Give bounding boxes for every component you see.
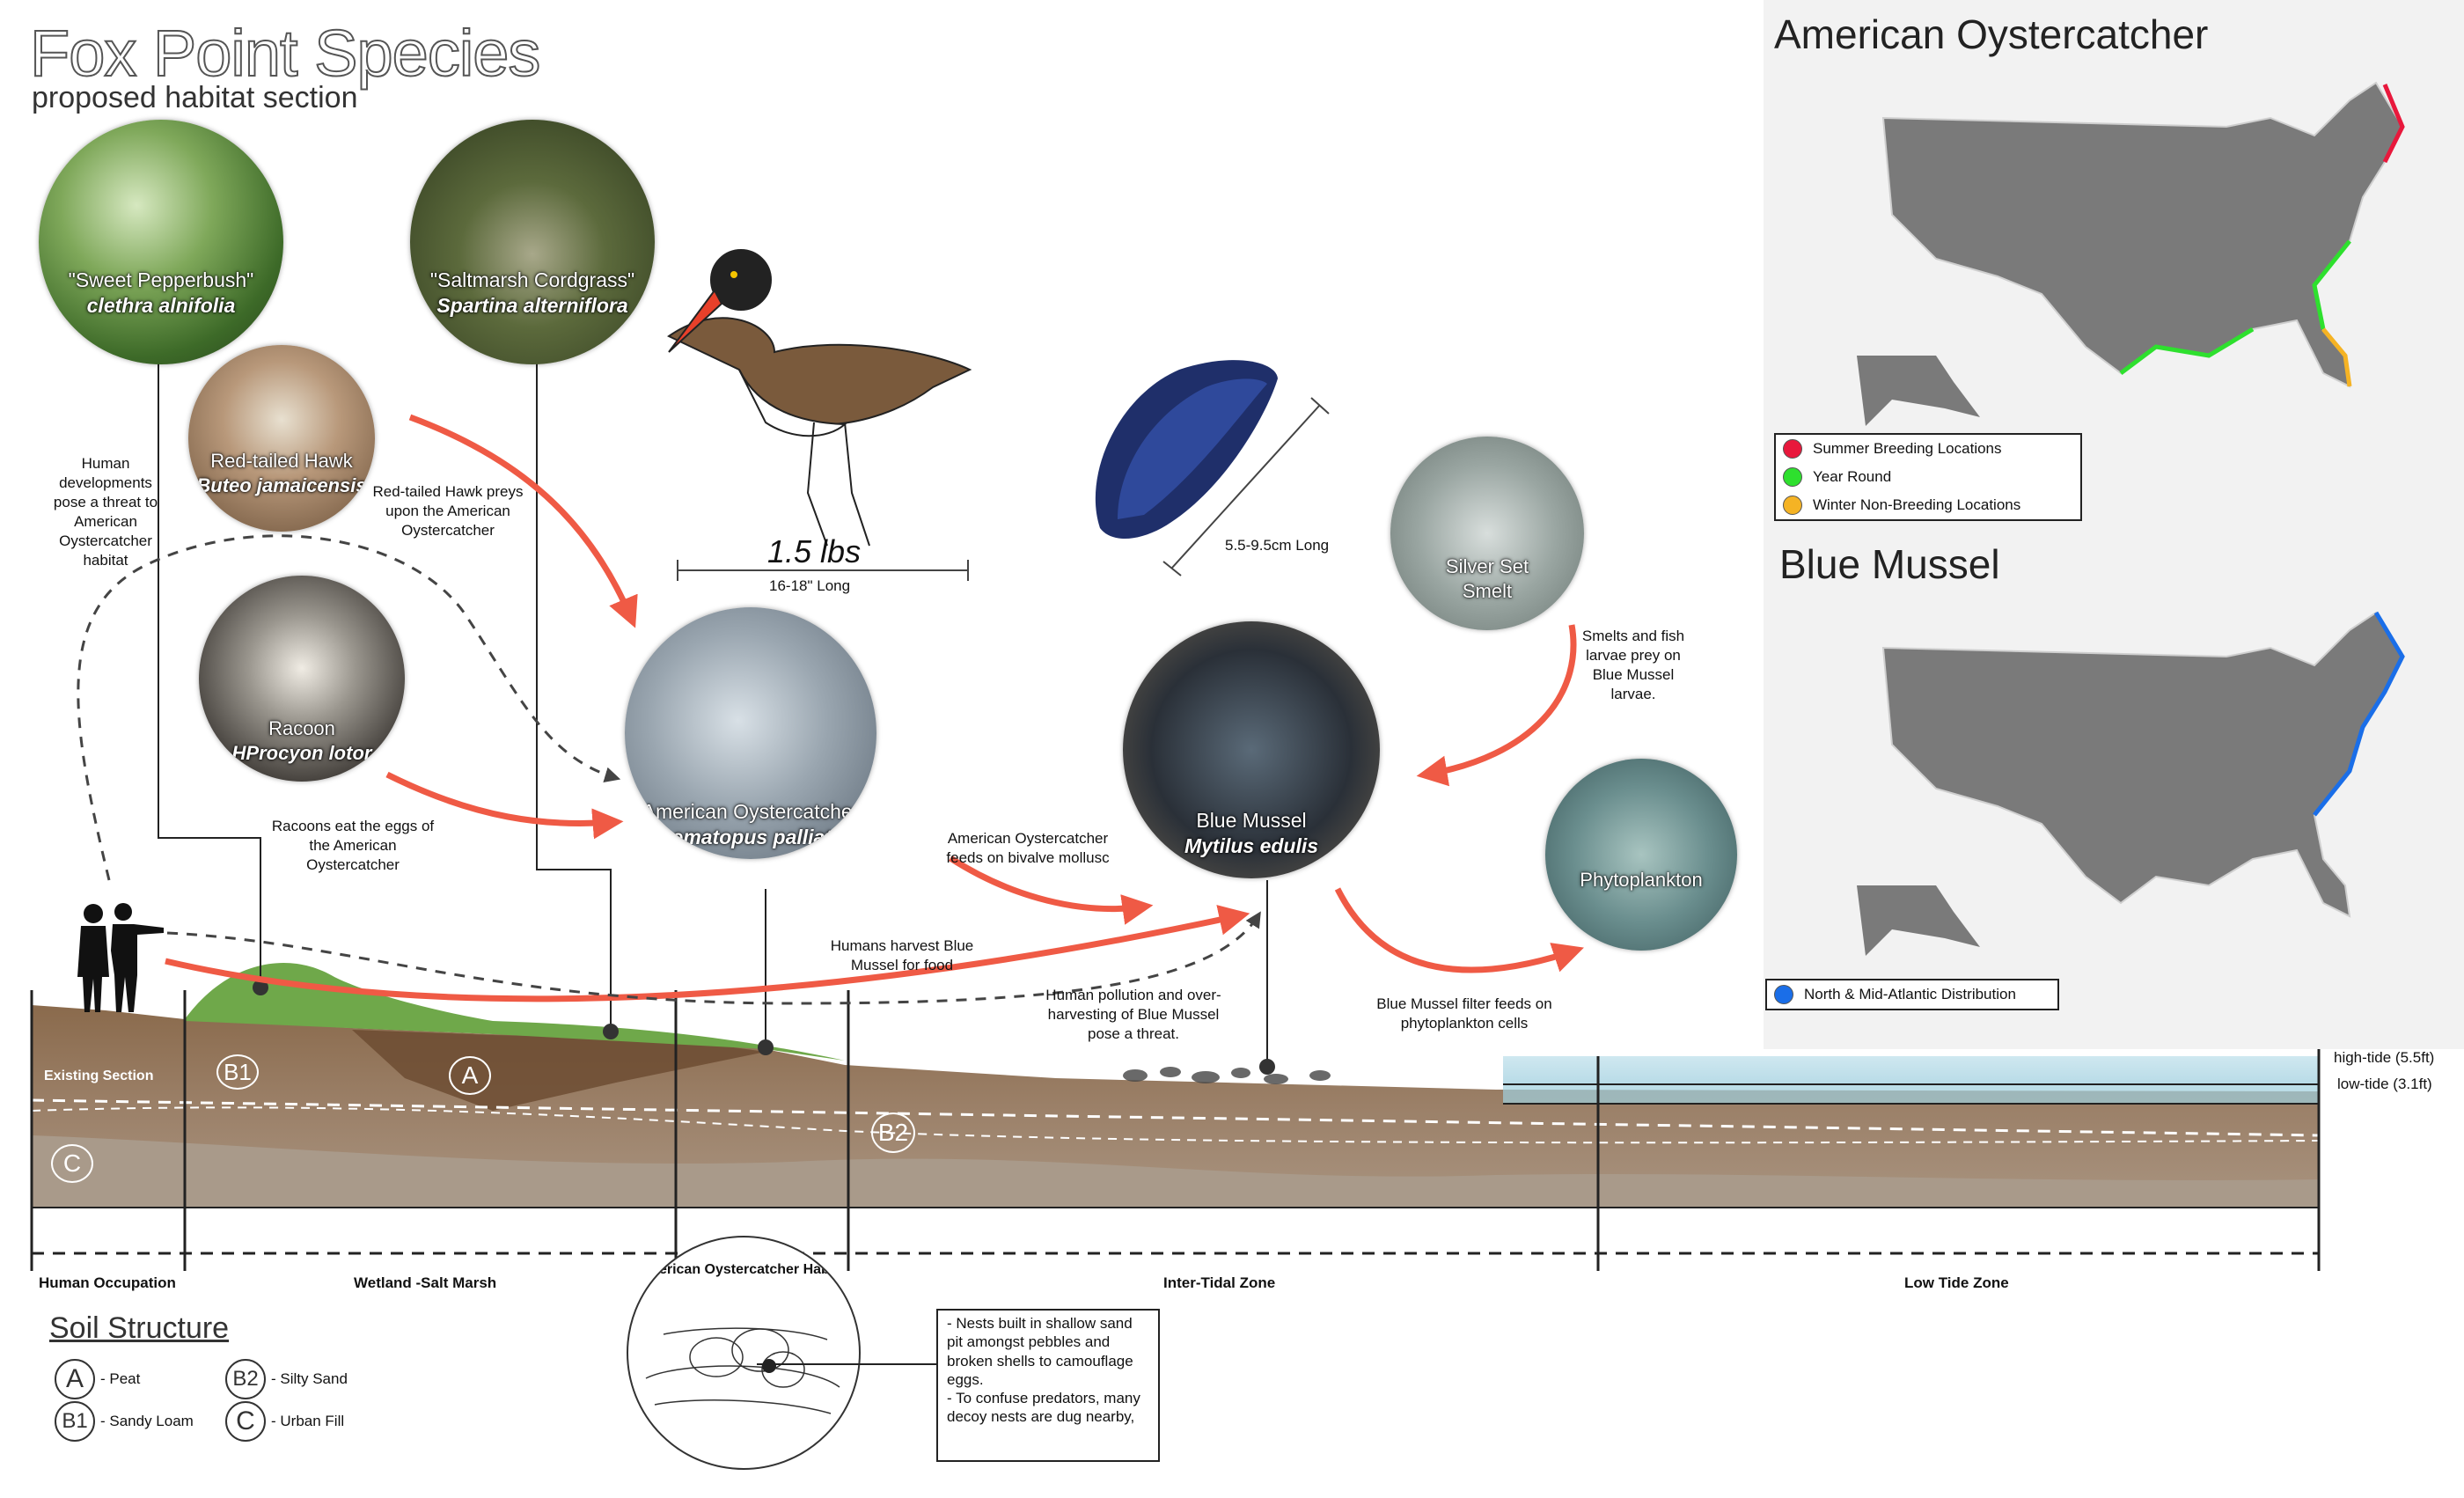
phytoplankton-circle: Phytoplankton bbox=[1545, 759, 1737, 951]
note-humans-harvest: Humans harvest Blue Mussel for food bbox=[830, 937, 974, 974]
section-label-b2: B2 bbox=[871, 1112, 915, 1153]
soil-item-sandy-loam: B1 - Sandy Loam bbox=[55, 1401, 194, 1442]
hawk-common: Red-tailed Hawk bbox=[210, 450, 353, 472]
legend-winter: Winter Non-Breeding Locations bbox=[1783, 491, 2073, 519]
oystercatcher-latin: Haematopus palliatus bbox=[646, 825, 855, 848]
soil-letter-c: C bbox=[225, 1401, 266, 1442]
smelt-circle: Silver Set Smelt bbox=[1390, 437, 1584, 630]
pepperbush-latin: clethra alnifolia bbox=[86, 293, 236, 317]
soil-label-urban-fill: - Urban Fill bbox=[271, 1413, 345, 1429]
note-hawk-preys: Red-tailed Hawk preys upon the American … bbox=[372, 483, 524, 540]
soil-letter-b1: B1 bbox=[55, 1401, 95, 1442]
note-human-pollution: Human pollution and over-harvesting of B… bbox=[1045, 987, 1221, 1043]
legend-summer-label: Summer Breeding Locations bbox=[1813, 440, 2002, 457]
section-label-a: A bbox=[449, 1056, 491, 1095]
hawk-circle: Red-tailed Hawk Buteo jamaicensis bbox=[188, 345, 375, 532]
soil-item-peat: A - Peat bbox=[55, 1359, 140, 1399]
cordgrass-common: "Saltmarsh Cordgrass" bbox=[429, 268, 635, 291]
bird-length: 16-18" Long bbox=[769, 577, 851, 594]
page-subtitle: proposed habitat section bbox=[32, 81, 358, 114]
note-oyster-feeds: American Oystercatcher feeds on bivalve … bbox=[946, 830, 1110, 867]
mussel-circle: Blue Mussel Mytilus edulis bbox=[1123, 621, 1380, 878]
zone-intertidal: Inter-Tidal Zone bbox=[1163, 1274, 1276, 1291]
zone-wetland: Wetland -Salt Marsh bbox=[354, 1274, 497, 1291]
oystercatcher-circle: American Oystercatcher Haematopus pallia… bbox=[625, 607, 876, 859]
bird-weight: 1.5 lbs bbox=[767, 533, 862, 569]
note-mussel-filter: Blue Mussel filter feeds on phytoplankto… bbox=[1376, 995, 1552, 1032]
legend-dot-yellow bbox=[1783, 496, 1802, 515]
nest-habitat-circle: American Oystercatcher Habitat bbox=[627, 1236, 861, 1470]
soil-label-silty-sand: - Silty Sand bbox=[271, 1370, 348, 1387]
smelt-common: Silver Set Smelt bbox=[1445, 555, 1529, 602]
nest-sketch bbox=[645, 1327, 840, 1414]
nest-habitat-title: American Oystercatcher Habitat bbox=[636, 1262, 851, 1277]
mussel-shell bbox=[1095, 360, 1278, 539]
note-racoon-eggs: Racoons eat the eggs of the American Oys… bbox=[271, 818, 435, 874]
legend-north-atlantic: North & Mid-Atlantic Distribution bbox=[1774, 980, 2050, 1009]
section-label-c: C bbox=[51, 1144, 93, 1183]
soil-label-peat: - Peat bbox=[100, 1370, 141, 1387]
water-low-tide bbox=[1503, 1084, 2319, 1104]
legend-dot-red bbox=[1783, 439, 1802, 459]
oystercatcher-map-title: American Oystercatcher bbox=[1774, 11, 2209, 57]
fill-band bbox=[32, 1135, 2319, 1208]
mussel-range-map bbox=[1857, 611, 2405, 956]
legend-summer: Summer Breeding Locations bbox=[1783, 435, 2073, 463]
mussel-map-title: Blue Mussel bbox=[1779, 541, 2000, 587]
existing-section-label: Existing Section bbox=[44, 1068, 154, 1083]
cordgrass-latin: Spartina alterniflora bbox=[436, 293, 628, 317]
mussel-latin: Mytilus edulis bbox=[1184, 833, 1319, 857]
rocks bbox=[1123, 1067, 1331, 1084]
mussel-length: 5.5-9.5cm Long bbox=[1225, 537, 1330, 554]
legend-dot-blue bbox=[1774, 985, 1793, 1004]
soil-letter-a: A bbox=[55, 1359, 95, 1399]
soil-item-urban-fill: C - Urban Fill bbox=[225, 1401, 344, 1442]
mussel-legend: North & Mid-Atlantic Distribution bbox=[1765, 979, 2059, 1010]
page-title: Fox Point Species bbox=[29, 16, 541, 91]
note-human-threat: Human developments pose a threat to Amer… bbox=[53, 455, 158, 569]
zone-low-tide: Low Tide Zone bbox=[1904, 1274, 2009, 1291]
racoon-latin: HProcyon lotor bbox=[231, 741, 372, 764]
oystercatcher-legend: Summer Breeding Locations Year Round Win… bbox=[1774, 433, 2082, 521]
nest-leader-line bbox=[757, 1363, 936, 1365]
legend-year-round: Year Round bbox=[1783, 463, 2073, 491]
racoon-circle: Racoon HProcyon lotor bbox=[199, 576, 405, 782]
soil-item-silty-sand: B2 - Silty Sand bbox=[225, 1359, 348, 1399]
note-smelt-prey: Smelts and fish larvae prey on Blue Muss… bbox=[1581, 628, 1685, 703]
legend-north-atlantic-label: North & Mid-Atlantic Distribution bbox=[1804, 986, 2016, 1002]
legend-winter-label: Winter Non-Breeding Locations bbox=[1813, 496, 2021, 513]
legend-dot-green bbox=[1783, 467, 1802, 487]
cordgrass-circle: "Saltmarsh Cordgrass" Spartina alternifl… bbox=[410, 120, 655, 364]
oystercatcher-range-map bbox=[1857, 81, 2405, 426]
phytoplankton-common: Phytoplankton bbox=[1580, 869, 1703, 891]
high-tide-label: high-tide (5.5ft) bbox=[2334, 1049, 2435, 1066]
oystercatcher-sketch bbox=[667, 249, 972, 547]
zone-human-occupation: Human Occupation bbox=[39, 1274, 176, 1291]
peat-lens bbox=[352, 1030, 766, 1111]
pepperbush-circle: "Sweet Pepperbush" clethra alnifolia bbox=[39, 120, 283, 364]
hawk-latin: Buteo jamaicensis bbox=[196, 474, 367, 496]
human-silhouette bbox=[77, 903, 164, 1012]
low-tide-label: low-tide (3.1ft) bbox=[2337, 1076, 2432, 1092]
pepperbush-common: "Sweet Pepperbush" bbox=[68, 268, 254, 291]
soil-structure-title: Soil Structure bbox=[49, 1311, 230, 1345]
racoon-common: Racoon bbox=[268, 717, 335, 739]
mussel-common: Blue Mussel bbox=[1196, 809, 1307, 832]
soil-letter-b2: B2 bbox=[225, 1359, 266, 1399]
water-high-tide bbox=[1503, 1056, 2319, 1084]
section-label-b1: B1 bbox=[216, 1054, 259, 1090]
oystercatcher-common: American Oystercatcher bbox=[642, 800, 860, 823]
legend-year-round-label: Year Round bbox=[1813, 468, 1892, 485]
nest-description: - Nests built in shallow sand pit amongs… bbox=[936, 1309, 1160, 1462]
marsh-vegetation bbox=[185, 962, 845, 1061]
soil-label-sandy-loam: - Sandy Loam bbox=[100, 1413, 194, 1429]
existing-section-line bbox=[31, 1098, 2320, 1137]
